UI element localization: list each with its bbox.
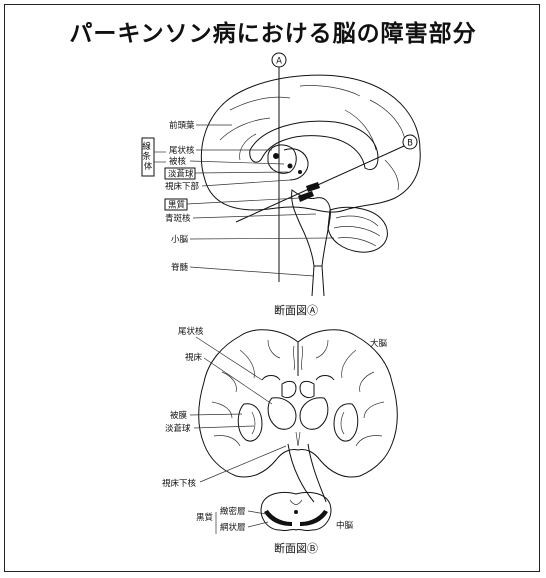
figure-frame	[4, 4, 540, 572]
striatum-group-box	[141, 137, 155, 177]
label-substantia-nigra-a: 黒質	[168, 200, 186, 211]
globus-pallidus-box	[164, 167, 196, 180]
label-thalamus: 視床	[185, 352, 203, 363]
label-putamen-b: 被膜	[170, 410, 188, 421]
sagittal-brain	[200, 52, 421, 297]
label-locus-coeruleus: 青斑核	[165, 213, 191, 224]
label-spinal-cord: 脊髄	[171, 262, 189, 273]
label-compact-layer: 緻密層	[220, 506, 246, 517]
label-cerebellum: 小脳	[171, 234, 189, 245]
coronal-brain	[198, 329, 398, 532]
striatum-char-1: 線	[142, 141, 151, 152]
label-midbrain: 中脳	[336, 520, 354, 531]
label-frontal-lobe: 前頭葉	[169, 120, 195, 131]
label-substantia-nigra-b: 黒質	[196, 512, 214, 523]
striatum-char-3: 体	[144, 161, 153, 172]
label-cerebrum: 大脳	[370, 338, 388, 349]
striatum-group-label: 線 条 体	[142, 141, 153, 172]
caption-section-b: 断面図Ⓑ	[274, 541, 318, 555]
marker-b-label: B	[407, 139, 413, 149]
label-caudate-a: 尾状核	[169, 145, 195, 156]
label-caudate-b: 尾状核	[178, 326, 204, 337]
label-globus-pallidus-a: 淡蒼球	[168, 169, 194, 180]
label-subthalamic-nucleus: 視床下核	[162, 478, 197, 489]
striatum-char-2: 条	[142, 151, 151, 162]
label-globus-pallidus-b: 淡蒼球	[165, 423, 191, 434]
figure-title: パーキンソン病における脳の障害部分	[69, 20, 477, 47]
marker-a-label: A	[276, 57, 282, 67]
label-putamen-a: 被核	[169, 156, 187, 167]
substantia-nigra-box	[164, 198, 188, 211]
label-hypothalamus: 視床下部	[165, 181, 200, 192]
caption-section-a: 断面図Ⓐ	[274, 303, 318, 317]
label-reticular-layer: 網状層	[220, 522, 246, 533]
